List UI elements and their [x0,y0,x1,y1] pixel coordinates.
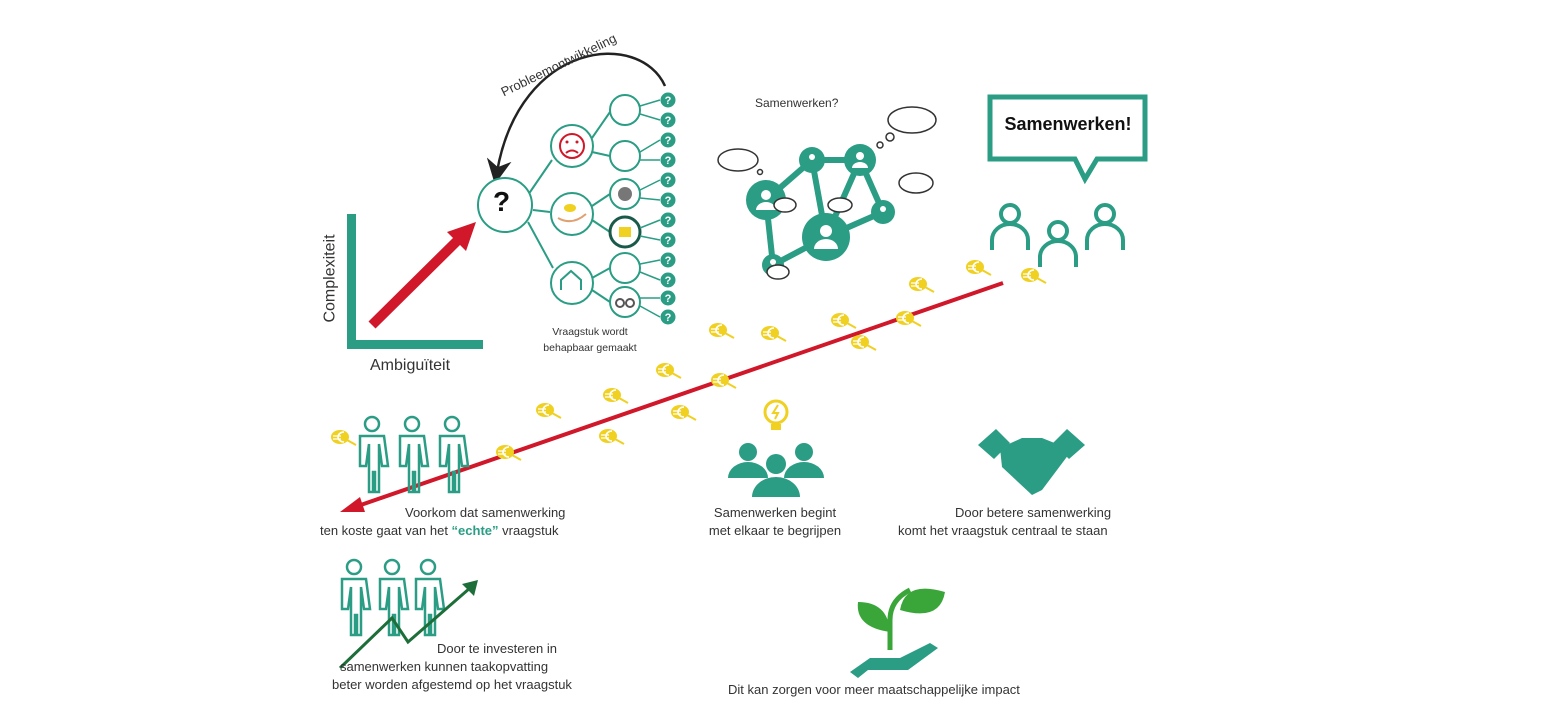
text: vraagstuk [498,523,559,538]
invest-caption-3: beter worden afgestemd op het vraagstuk [332,677,572,692]
begin-caption-1: Samenwerken begint [713,505,837,520]
invest-caption-1: Door te investeren in [437,641,557,656]
tree-caption-2: behapbaar gemaakt [543,342,637,354]
axis-l-shape [347,214,483,349]
speech-text: Samenwerken! [1004,114,1132,134]
tree-caption-1: Vraagstuk wordt [552,326,628,338]
curved-arrow-icon [486,52,667,185]
lightbulb-team-icon [728,399,824,497]
plant-in-hand-icon [850,587,945,678]
x-axis-label: Ambiguïteit [370,357,451,374]
speech-bubble [987,94,1148,185]
handshake-icon [978,429,1085,495]
echte-highlight: “echte” [451,523,499,538]
people-growth-icon [338,558,478,670]
impact-caption: Dit kan zorgen voor meer maatschappelijk… [728,682,1020,697]
people-outline-icon [990,203,1125,269]
begin-caption-2: met elkaar te begrijpen [708,523,842,538]
better-caption-2: komt het vraagstuk centraal te staan [898,523,1108,538]
root-question-mark: ? [493,186,511,217]
prevent-caption-2: ten koste gaat van het “echte” vraagstuk [320,522,559,539]
sad-face-icon [550,124,594,168]
problem-tree [477,52,667,318]
question-dots [660,92,676,325]
better-caption-1: Door betere samenwerking [955,505,1112,520]
question-circle-icon [477,177,533,233]
text: ten koste gaat van het [320,523,452,538]
network-caption: Samenwerken? [755,96,839,110]
invest-caption-2: samenwerken kunnen taakopvatting [340,659,549,674]
house-icon [550,261,594,305]
prevent-caption-1: Voorkom dat samenwerking [405,505,566,520]
y-axis-label: Complexiteit [321,234,339,323]
red-arrow-up [368,222,476,329]
people-group-icon [358,415,470,494]
network-icon [717,106,937,280]
red-arrow-down [340,281,1004,512]
hand-coin-icon [550,192,594,236]
